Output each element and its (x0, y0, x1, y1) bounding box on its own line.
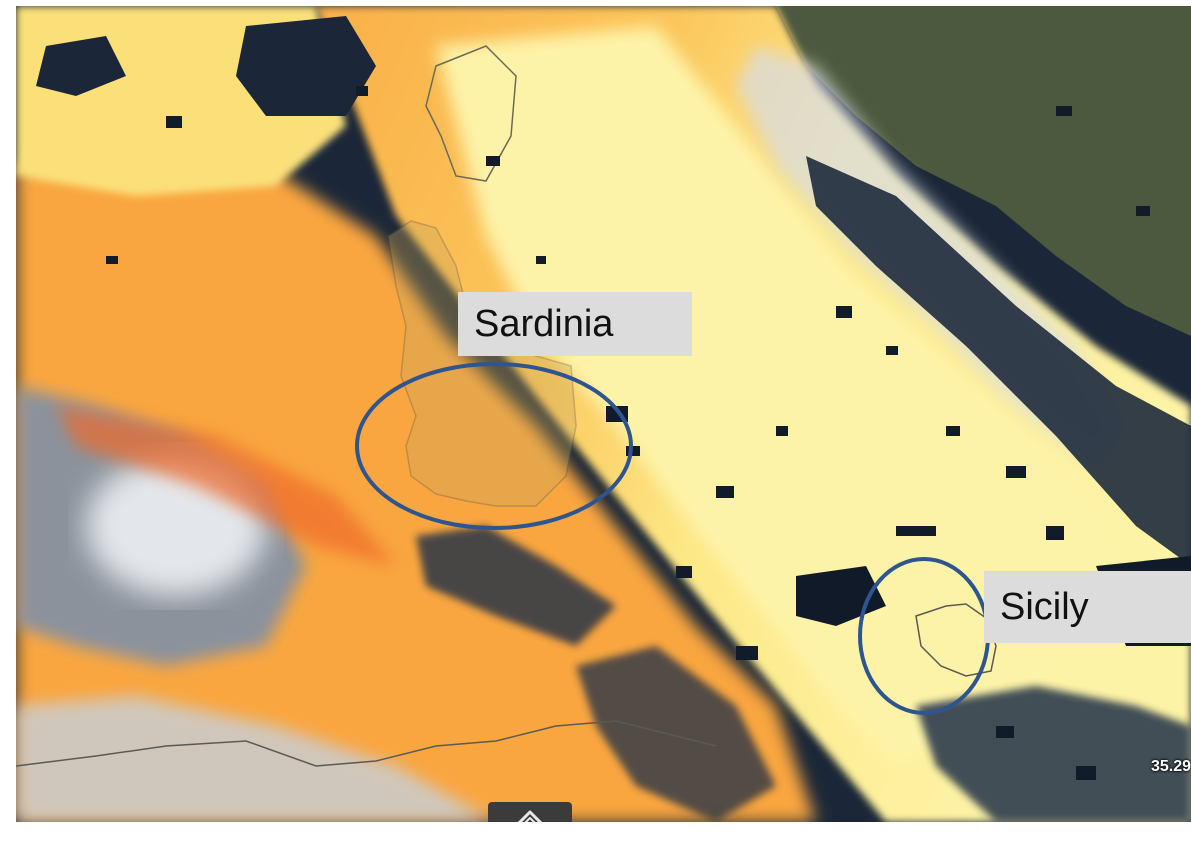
coordinate-readout: 35.29 (1150, 758, 1191, 775)
cloud-lower-left (16, 696, 496, 822)
sea-speckles (106, 86, 1150, 780)
sea-gap-center (416, 526, 616, 646)
italy-land (776, 6, 1191, 336)
sea-band-se (916, 686, 1191, 822)
corsica-coast (425, 45, 517, 182)
satellite-map-view[interactable]: Sardinia Sicily 35.29 (16, 6, 1191, 822)
sea-strip-ne (806, 156, 1191, 566)
sardinia-label-text: Sardinia (474, 303, 614, 345)
sea-patch-nw (236, 16, 376, 116)
sicily-label-text: Sicily (1000, 586, 1089, 628)
sardinia-label: Sardinia (458, 292, 692, 356)
sea-patch-nw-2 (36, 36, 126, 96)
satellite-imagery (16, 6, 1191, 822)
sicily-label: Sicily (984, 571, 1191, 643)
aerosol-peak-west (56, 406, 396, 566)
chevron-up-icon (514, 806, 546, 822)
pan-up-button[interactable] (488, 802, 572, 822)
sea-gap-south (576, 646, 776, 822)
africa-coast (16, 720, 717, 767)
